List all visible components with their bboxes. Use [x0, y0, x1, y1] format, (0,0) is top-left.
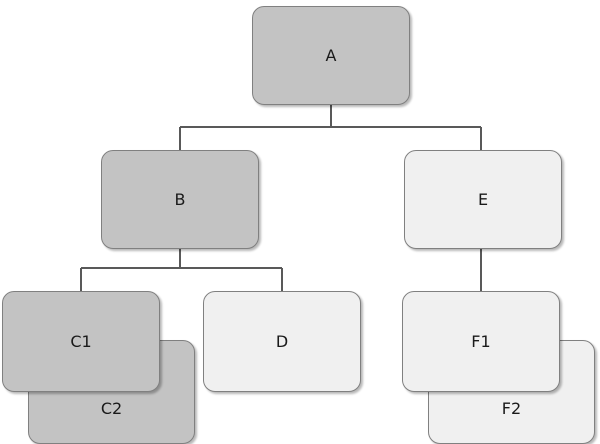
node-d[interactable]: D	[203, 291, 361, 392]
node-c1[interactable]: C1	[2, 291, 160, 392]
node-label-e: E	[477, 189, 489, 209]
node-e[interactable]: E	[404, 150, 562, 249]
node-label-f2: F2	[501, 399, 522, 418]
node-f1[interactable]: F1	[402, 291, 560, 392]
node-label-a: A	[325, 45, 337, 65]
node-label-d: D	[275, 331, 289, 351]
node-label-c2: C2	[100, 399, 123, 418]
node-label-b: B	[174, 189, 186, 209]
node-label-c1: C1	[70, 331, 92, 351]
node-label-f1: F1	[471, 331, 491, 351]
node-b[interactable]: B	[101, 150, 259, 249]
node-a[interactable]: A	[252, 6, 410, 105]
